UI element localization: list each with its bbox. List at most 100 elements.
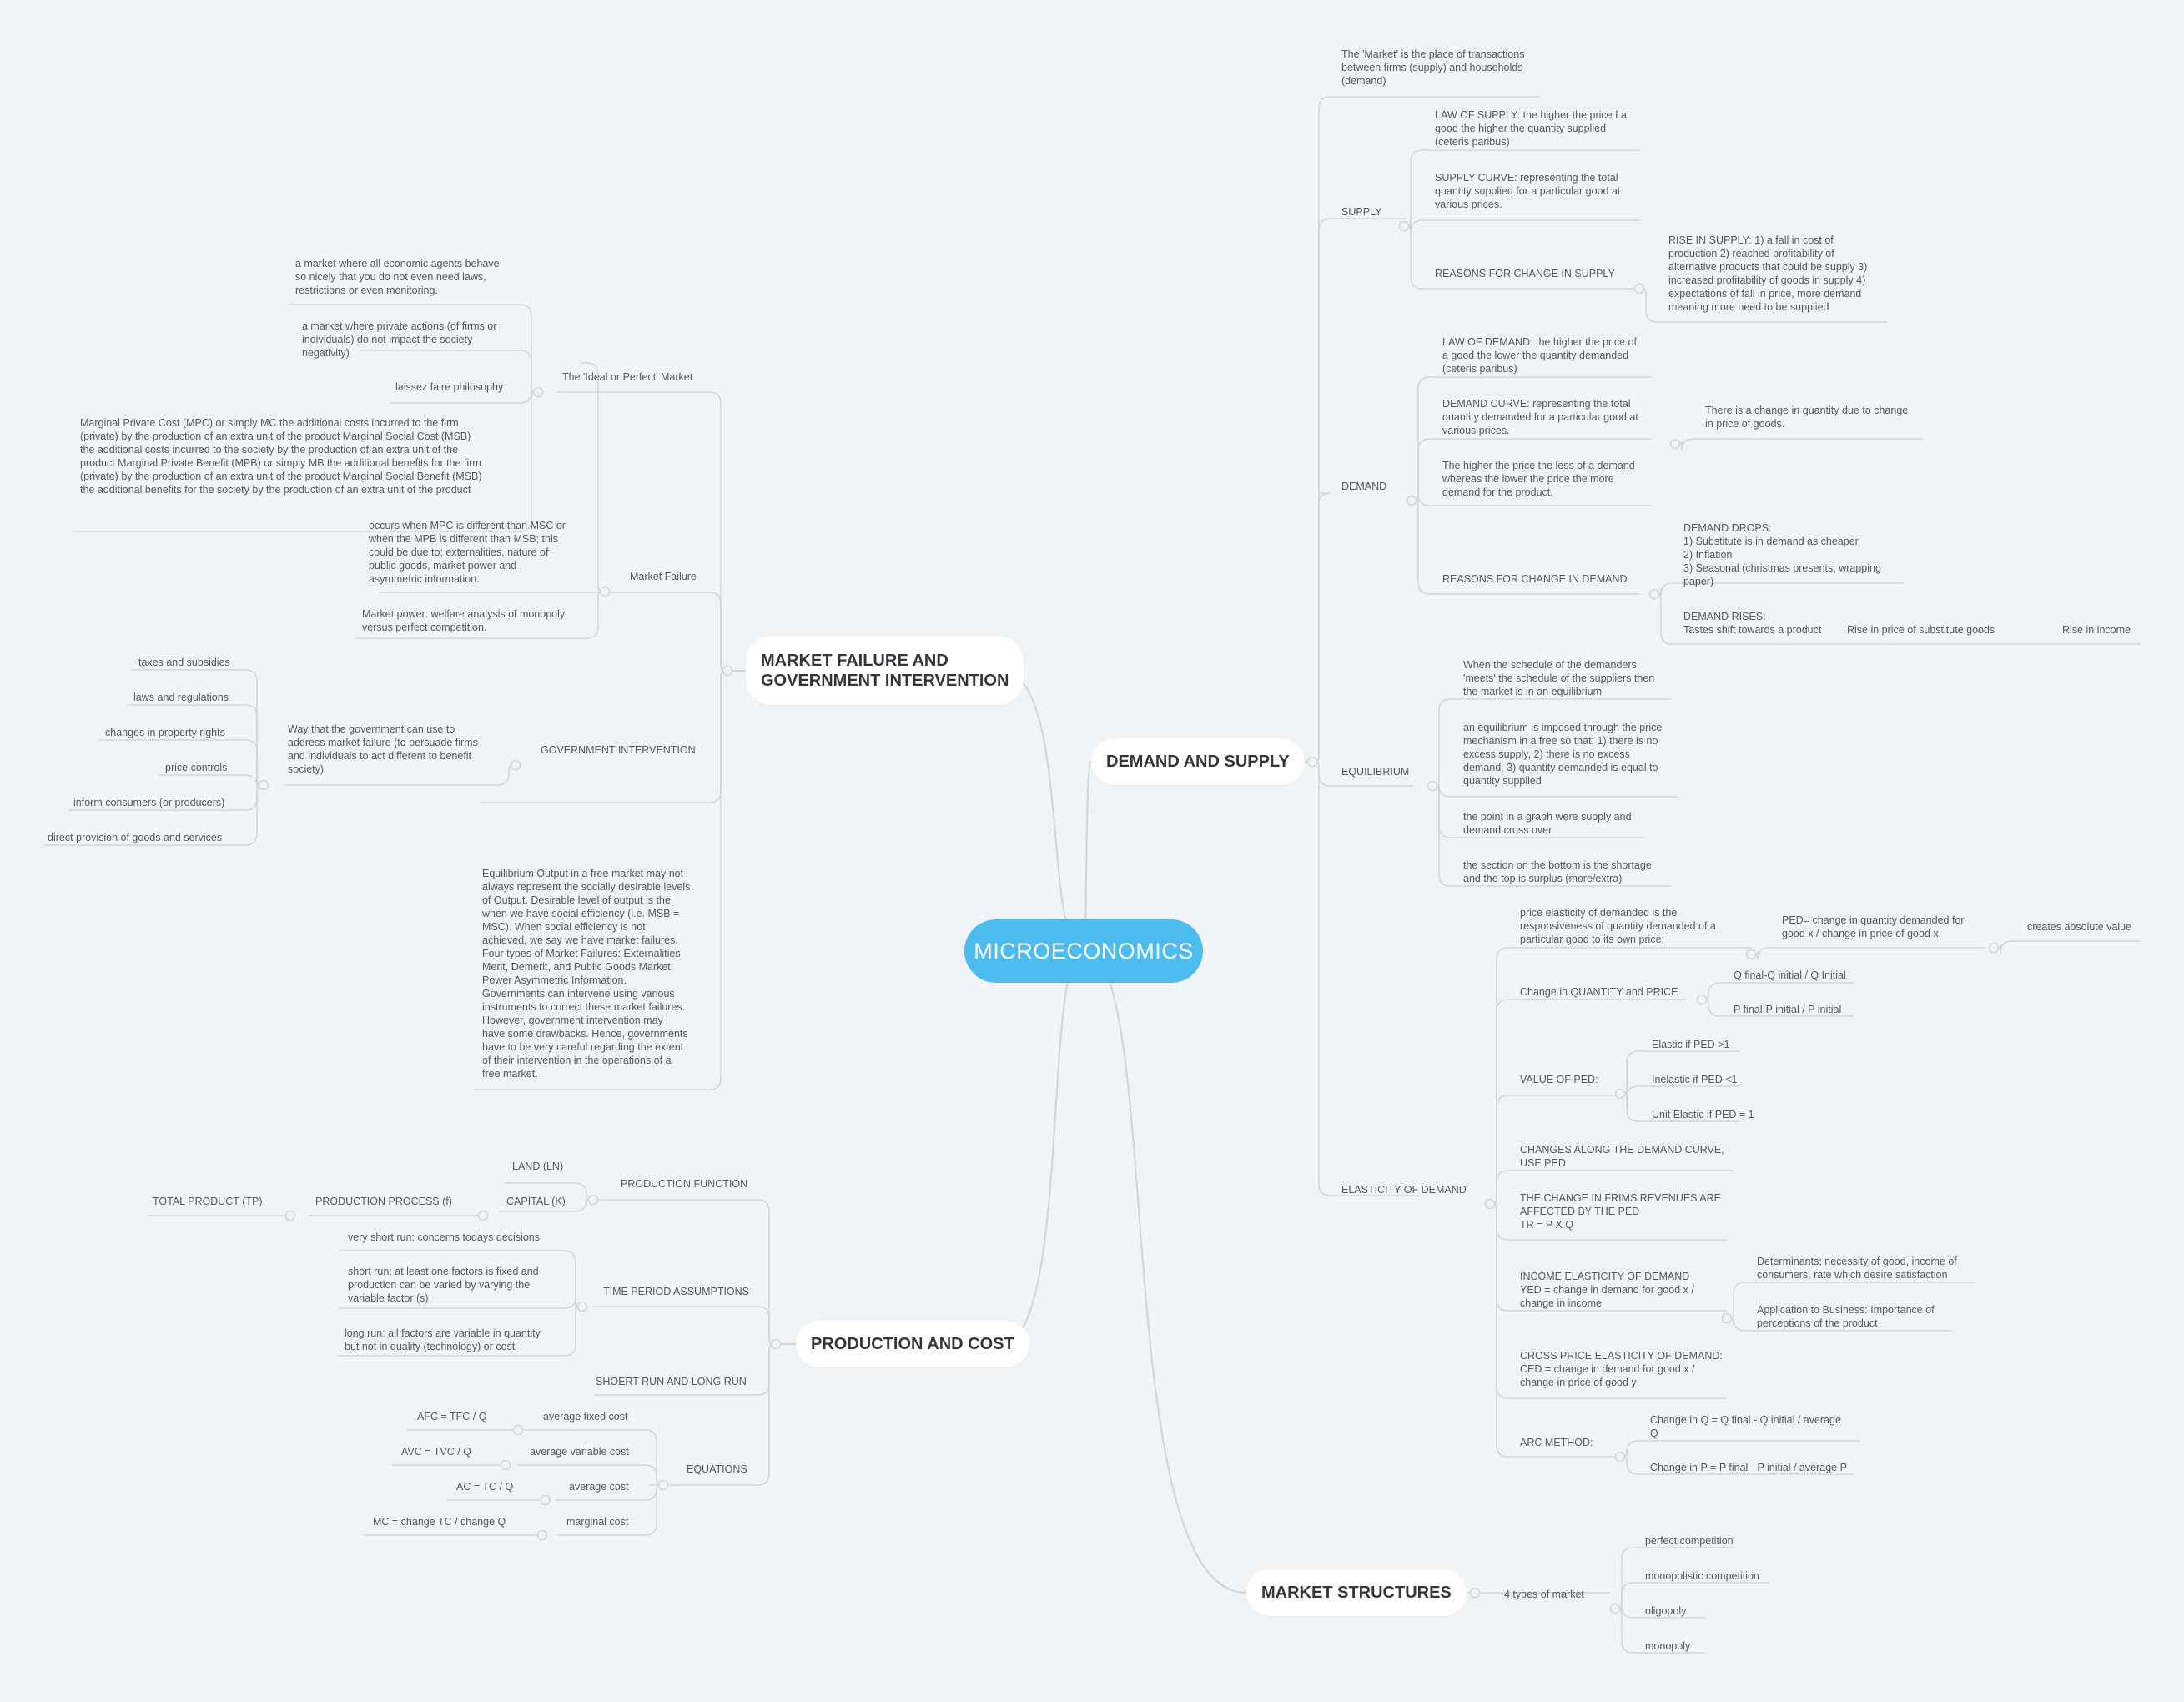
average-cost[interactable]: average cost: [569, 1481, 629, 1493]
branch-collapse-dot[interactable]: [770, 1338, 782, 1350]
substitute-price[interactable]: Rise in price of substitute goods: [1847, 624, 1995, 636]
arc-q[interactable]: Change in Q = Q final - Q initial / aver…: [1650, 1414, 1841, 1439]
branch-collapse-dot[interactable]: [1406, 495, 1417, 506]
branch-collapse-dot[interactable]: [1696, 994, 1708, 1005]
average-variable-cost[interactable]: average variable cost: [530, 1446, 629, 1458]
reasons-demand[interactable]: REASONS FOR CHANGE IN DEMAND: [1442, 573, 1628, 585]
demand-rises[interactable]: DEMAND RISES: Tastes shift towards a pro…: [1683, 611, 1822, 636]
market-failure-node[interactable]: Market Failure: [630, 571, 697, 582]
government-intervention[interactable]: GOVERNMENT INTERVENTION: [541, 744, 696, 756]
arc-method[interactable]: ARC METHOD:: [1520, 1437, 1593, 1448]
branch-collapse-dot[interactable]: [1469, 1587, 1481, 1599]
equations[interactable]: EQUATIONS: [687, 1463, 747, 1475]
ped-definition[interactable]: price elasticity of demanded is the resp…: [1520, 907, 1716, 945]
equilibrium-item-2[interactable]: an equilibrium is imposed through the pr…: [1463, 722, 1663, 787]
supply-node[interactable]: SUPPLY: [1341, 206, 1382, 218]
branch-collapse-dot[interactable]: [1745, 949, 1757, 960]
absolute-value[interactable]: creates absolute value: [2027, 921, 2132, 933]
failure-item-2[interactable]: Market power: welfare analysis of monopo…: [362, 608, 566, 633]
equilibrium-item-4[interactable]: the section on the bottom is the shortag…: [1463, 859, 1652, 884]
branch-collapse-dot[interactable]: [599, 586, 611, 597]
demand-drops[interactable]: DEMAND DROPS: 1) Substitute is in demand…: [1683, 522, 1881, 587]
failure-item-1[interactable]: occurs when MPC is different than MSC or…: [369, 520, 566, 585]
branch-collapse-dot[interactable]: [500, 1459, 511, 1471]
branch-collapse-dot[interactable]: [657, 1479, 669, 1491]
gov-property[interactable]: changes in property rights: [105, 727, 225, 738]
change-quantity-price[interactable]: Change in QUANTITY and PRICE: [1520, 986, 1678, 998]
rise-in-income[interactable]: Rise in income: [2062, 624, 2131, 636]
equilibrium-node[interactable]: EQUILIBRIUM: [1341, 766, 1410, 778]
ced[interactable]: CROSS PRICE ELASTICITY OF DEMAND: CED = …: [1520, 1350, 1723, 1388]
branch-collapse-dot[interactable]: [284, 1210, 296, 1221]
branch-collapse-dot[interactable]: [1633, 283, 1645, 295]
yed[interactable]: INCOME ELASTICITY OF DEMAND YED = change…: [1520, 1271, 1694, 1309]
branch-collapse-dot[interactable]: [1614, 1088, 1626, 1100]
q-formula[interactable]: Q final-Q initial / Q Initial: [1734, 969, 1846, 981]
rise-in-supply[interactable]: RISE IN SUPPLY: 1) a fall in cost of pro…: [1668, 234, 1868, 313]
land[interactable]: LAND (LN): [512, 1161, 564, 1172]
monopolistic-competition[interactable]: monopolistic competition: [1645, 1570, 1759, 1582]
perfect-competition[interactable]: perfect competition: [1645, 1535, 1734, 1547]
branch-collapse-dot[interactable]: [536, 1529, 548, 1541]
p-formula[interactable]: P final-P initial / P initial: [1734, 1004, 1842, 1015]
gov-taxes[interactable]: taxes and subsidies: [138, 657, 230, 668]
marginal-costs[interactable]: Marginal Private Cost (MPC) or simply MC…: [80, 417, 482, 496]
average-fixed-cost[interactable]: average fixed cost: [543, 1411, 628, 1423]
topic-demand-and-supply[interactable]: DEMAND AND SUPPLY: [1091, 738, 1305, 785]
very-short-run[interactable]: very short run: concerns todays decision…: [348, 1231, 540, 1243]
branch-collapse-dot[interactable]: [540, 1494, 551, 1506]
branch-collapse-dot[interactable]: [1398, 220, 1410, 232]
determinants[interactable]: Determinants; necessity of good, income …: [1757, 1256, 1957, 1281]
branch-collapse-dot[interactable]: [587, 1194, 599, 1206]
short-run[interactable]: short run: at least one factors is fixed…: [348, 1266, 539, 1304]
branch-collapse-dot[interactable]: [1988, 942, 2000, 954]
government-way[interactable]: Way that the government can use to addre…: [288, 723, 478, 775]
long-run[interactable]: long run: all factors are variable in qu…: [345, 1327, 541, 1352]
demand-node[interactable]: DEMAND: [1341, 481, 1387, 492]
branch-collapse-dot[interactable]: [1306, 756, 1318, 768]
equilibrium-item-3[interactable]: the point in a graph were supply and dem…: [1463, 811, 1632, 836]
elasticity-node[interactable]: ELASTICITY OF DEMAND: [1341, 1184, 1467, 1196]
shoert-run-long-run[interactable]: SHOERT RUN AND LONG RUN: [596, 1376, 747, 1387]
ideal-item-2[interactable]: a market where private actions (of firms…: [302, 320, 497, 359]
branch-collapse-dot[interactable]: [258, 779, 269, 791]
root-topic[interactable]: MICROECONOMICS: [964, 919, 1203, 983]
arc-p[interactable]: Change in P = P final - P initial / aver…: [1650, 1462, 1847, 1473]
branch-collapse-dot[interactable]: [477, 1210, 489, 1221]
market-definition[interactable]: The 'Market' is the place of transaction…: [1341, 48, 1525, 87]
supply-curve[interactable]: SUPPLY CURVE: representing the total qua…: [1435, 172, 1621, 210]
gov-price-controls[interactable]: price controls: [165, 762, 228, 773]
branch-collapse-dot[interactable]: [1614, 1451, 1626, 1463]
branch-collapse-dot[interactable]: [510, 759, 521, 771]
ideal-item-1[interactable]: a market where all economic agents behav…: [295, 258, 500, 296]
branch-collapse-dot[interactable]: [576, 1301, 588, 1312]
afc-formula[interactable]: AFC = TFC / Q: [417, 1411, 487, 1423]
equilibrium-item-1[interactable]: When the schedule of the demanders 'meet…: [1463, 659, 1655, 697]
branch-collapse-dot[interactable]: [1721, 1312, 1733, 1324]
elastic[interactable]: Elastic if PED >1: [1652, 1039, 1730, 1050]
ideal-market[interactable]: The 'Ideal or Perfect' Market: [562, 371, 693, 383]
gov-direct-provision[interactable]: direct provision of goods and services: [48, 832, 223, 843]
laissez-faire[interactable]: laissez faire philosophy: [395, 381, 504, 393]
topic-market-structures[interactable]: MARKET STRUCTURES: [1246, 1569, 1467, 1616]
branch-collapse-dot[interactable]: [722, 665, 733, 677]
unit-elastic[interactable]: Unit Elastic if PED = 1: [1652, 1109, 1754, 1120]
reasons-supply[interactable]: REASONS FOR CHANGE IN SUPPLY: [1435, 268, 1615, 279]
value-of-ped[interactable]: VALUE OF PED:: [1520, 1074, 1598, 1085]
branch-collapse-dot[interactable]: [512, 1424, 524, 1436]
branch-collapse-dot[interactable]: [1484, 1198, 1496, 1210]
avc-formula[interactable]: AVC = TVC / Q: [401, 1446, 471, 1458]
demand-curve[interactable]: DEMAND CURVE: representing the total qua…: [1442, 398, 1638, 436]
total-product[interactable]: TOTAL PRODUCT (TP): [153, 1196, 263, 1207]
branch-collapse-dot[interactable]: [1427, 780, 1438, 792]
monopoly[interactable]: monopoly: [1645, 1640, 1691, 1652]
four-types-of-market[interactable]: 4 types of market: [1504, 1589, 1584, 1600]
branch-collapse-dot[interactable]: [1648, 588, 1660, 600]
mc-formula[interactable]: MC = change TC / change Q: [373, 1516, 506, 1528]
branch-collapse-dot[interactable]: [1669, 438, 1681, 450]
branch-collapse-dot[interactable]: [1609, 1603, 1621, 1614]
branch-collapse-dot[interactable]: [532, 386, 544, 398]
law-of-supply[interactable]: LAW OF SUPPLY: the higher the price f a …: [1435, 109, 1627, 148]
ac-formula[interactable]: AC = TC / Q: [456, 1481, 514, 1493]
topic-production-and-cost[interactable]: PRODUCTION AND COST: [796, 1321, 1029, 1367]
